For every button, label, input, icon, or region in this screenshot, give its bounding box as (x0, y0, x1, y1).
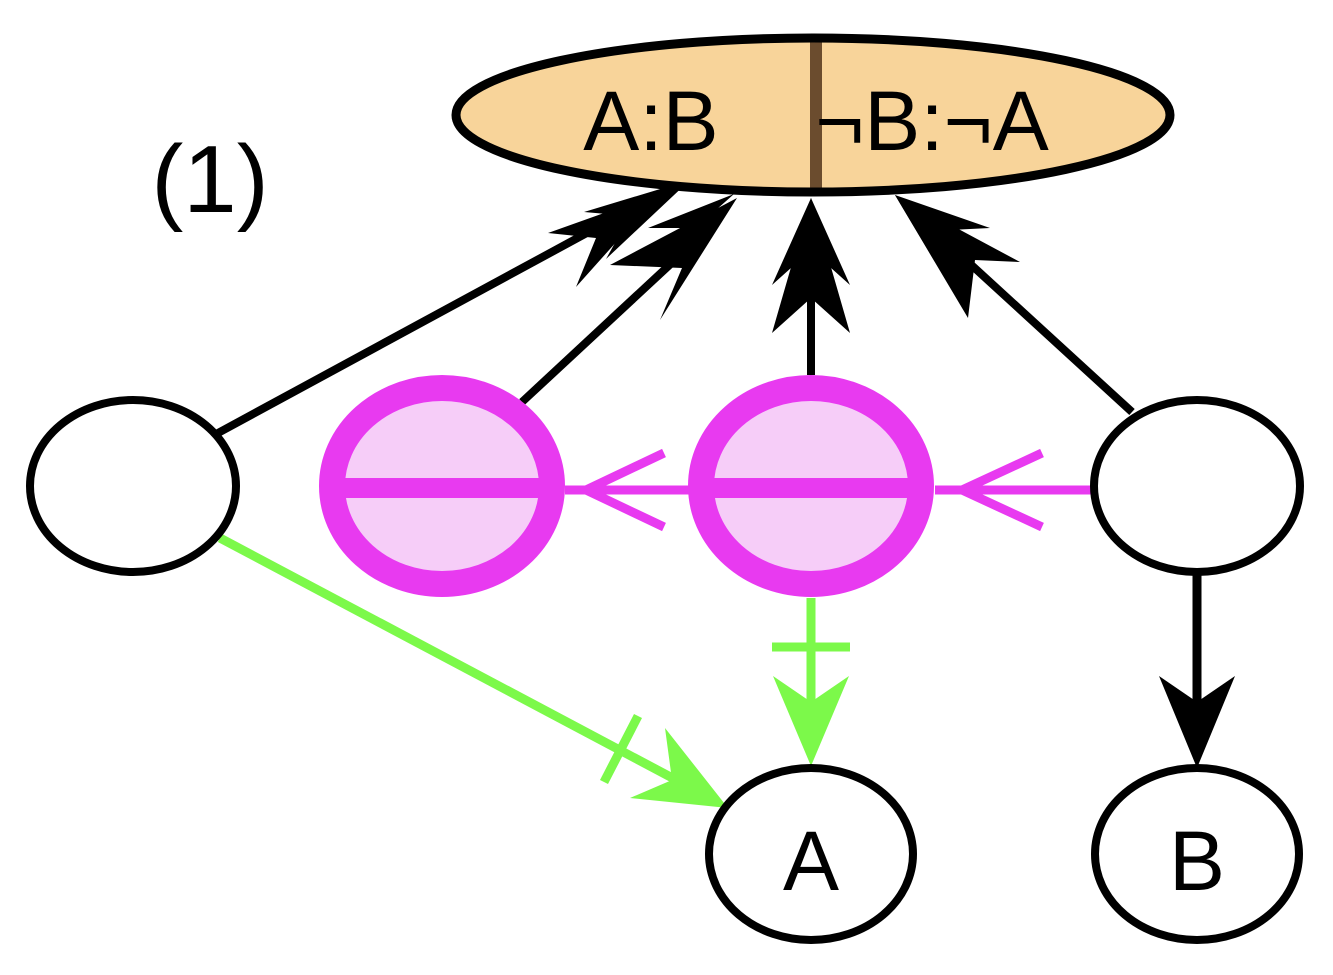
edge-magenta2-to-a (772, 598, 850, 766)
node-magenta-1[interactable] (319, 375, 565, 597)
top-node-left-label: A:B (583, 74, 718, 168)
top-node-right-label: ¬B:¬A (815, 74, 1049, 168)
open-arrowhead-icon (575, 448, 666, 532)
arrowhead-icon (772, 198, 850, 333)
bar-icon (599, 713, 643, 785)
arrowhead-icon (772, 198, 850, 285)
edge-magenta2-to-top (772, 198, 850, 375)
node-left-empty[interactable] (26, 396, 240, 576)
node-a[interactable]: A (705, 764, 917, 944)
arrowhead-icon (584, 180, 690, 259)
node-b[interactable]: B (1091, 764, 1303, 944)
edge-right-to-magenta2 (935, 448, 1095, 532)
node-right-empty[interactable] (1090, 396, 1304, 576)
arrowhead-icon (610, 198, 737, 320)
arrowhead-icon (773, 676, 849, 766)
top-node-outline (451, 33, 1175, 197)
node-b-label: B (1169, 814, 1225, 908)
edge-right-to-b (1159, 574, 1235, 768)
top-node[interactable]: A:B ¬B:¬A (451, 33, 1175, 197)
arrowhead-icon (895, 195, 990, 262)
node-magenta-2[interactable] (688, 375, 934, 597)
edge-left-to-a (217, 534, 728, 808)
edge-magenta2-to-magenta1 (565, 448, 690, 532)
edge-right-to-top (895, 195, 1135, 415)
edge-magenta1-to-top (519, 194, 737, 405)
open-arrowhead-icon (951, 448, 1044, 532)
arrowhead-icon (1159, 676, 1235, 768)
arrowhead-icon (648, 194, 734, 257)
edge-left-to-top (216, 180, 690, 437)
arrowhead-icon (630, 728, 728, 808)
panel-label: (1) (151, 126, 268, 233)
node-a-label: A (783, 814, 839, 908)
